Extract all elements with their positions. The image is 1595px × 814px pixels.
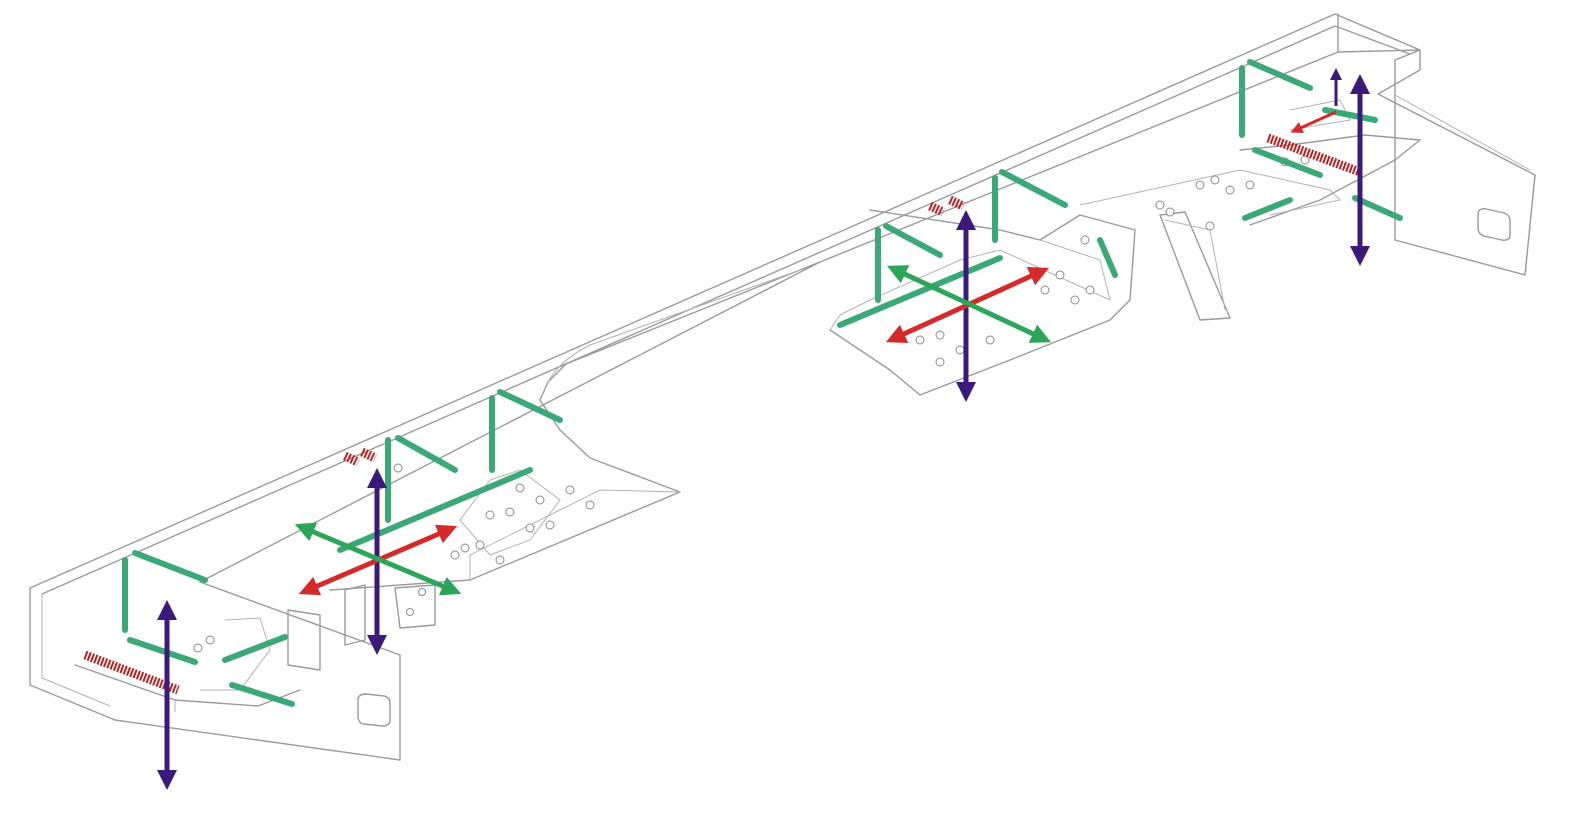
left-hole	[357, 693, 391, 727]
lateral-arrow	[886, 265, 1052, 343]
lateral-arrow	[294, 522, 462, 596]
left-lower-flange	[74, 664, 301, 707]
weld-seam	[1247, 59, 1313, 91]
weld-seam	[999, 169, 1068, 208]
weld-seam	[497, 389, 563, 423]
right-mid-plate	[829, 209, 1136, 396]
weld-seam	[1097, 237, 1118, 278]
red-weld-mark	[928, 201, 945, 217]
red-weld-left-end	[83, 650, 180, 695]
weld-seam	[229, 682, 295, 707]
weld-seam	[837, 255, 1003, 328]
bolt-holes	[193, 155, 1310, 653]
left-mid-plate	[329, 261, 821, 591]
red-welds	[83, 133, 1362, 695]
right-lower-flange	[1239, 134, 1421, 226]
weld-seam	[222, 634, 288, 663]
right-hole	[1477, 208, 1511, 241]
top-rail-outer	[29, 13, 1421, 589]
weld-seam	[395, 435, 458, 473]
weld-seam	[132, 550, 208, 583]
green-welds	[122, 59, 1403, 707]
upper-rail	[199, 13, 1339, 583]
red-weld-mark	[343, 451, 360, 467]
weld-seam	[883, 223, 943, 258]
red-weld-mark	[948, 195, 965, 211]
right-end-face	[1337, 49, 1536, 276]
weld-seam	[1242, 197, 1293, 221]
right-angled-bracket	[1159, 211, 1231, 321]
longitudinal-arrow	[1290, 110, 1337, 134]
left-end-face	[29, 581, 401, 761]
direction-arrows	[157, 68, 1370, 790]
top-rail-inner	[41, 25, 1411, 595]
weld-seam	[1252, 147, 1323, 178]
red-weld-mark	[360, 447, 377, 463]
red-weld-right-end	[1266, 133, 1362, 177]
left-small-bracket	[287, 609, 321, 671]
weld-seam	[127, 637, 198, 665]
